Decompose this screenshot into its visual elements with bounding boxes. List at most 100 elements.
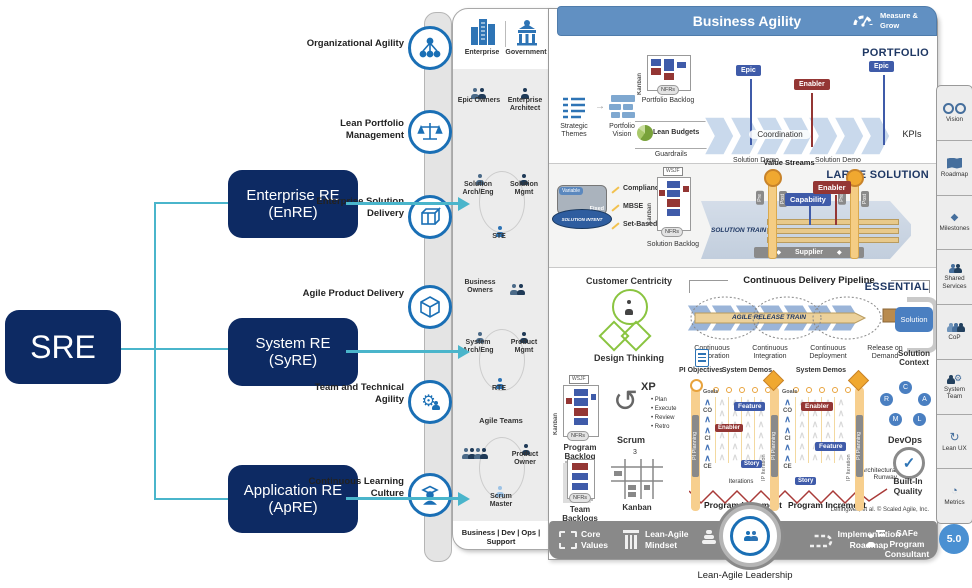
portfolio-nfrs-tag: NFRs [657,85,680,95]
calmr-m: M [889,413,902,426]
product-owner-label: Product Owner [511,451,539,467]
business-owners-icon [509,277,525,295]
ip-iteration-label: IP Iteration [761,454,767,482]
pi-planning-label: PI Planning [771,415,778,477]
measure-grow-gauge-icon [852,12,874,27]
portfolio-kanban-label: Kanban [637,72,643,95]
team-backlogs-label: Team Backlogs [562,505,598,524]
cdp-label: Continuous Delivery Pipeline [743,275,875,286]
solution-box-label: Solution [900,315,928,324]
coordination-label: Coordination [749,130,811,140]
connector-line [346,497,458,500]
solution-demo-label: Solution Demo [815,157,861,164]
enabler-flag: Enabler [794,79,830,90]
solution-intent-fixed: Fixed [589,206,604,212]
epic-flag: Epic [736,65,761,76]
solution-intent-variable: Variable [559,187,583,195]
scrum-master-icon [495,479,504,497]
scrum-bullet-review: • Review [651,415,675,421]
business-agility-title: Business Agility [692,13,802,29]
pi-planning-bar: PI Planning [691,387,700,511]
supplier-bar: ◆Supplier◆ [754,247,864,258]
post-tag: Post [861,191,869,208]
product-owner-icon [521,437,530,455]
palette-item-lean-ux: ↻ Lean UX [937,415,972,470]
ste-label: STE [492,233,506,240]
arrow-right-icon: → [595,101,605,112]
lean-agile-mindset-label: Lean-Agile Mindset [645,529,689,550]
lean-agile-mindset-icon [623,530,639,549]
palette-item-vision: Vision [937,86,972,141]
core-values-icon [559,531,577,549]
ste-icon [495,219,504,237]
solution-nfrs-tag: NFRs [661,227,684,237]
competency-label: Continuous Learning Culture [308,476,404,500]
connector-line [154,202,228,204]
train-rail [767,219,899,225]
enabler-flag-pole [811,93,813,147]
solution-box: Solution [895,307,933,332]
train-rail [767,237,899,243]
safe-big-picture-panel: Business Agility Measure & Grow PORTFOLI… [548,6,938,567]
guardrails-frame [635,121,707,149]
supplier-label: Supplier [794,249,823,256]
connector-line [154,498,228,500]
program-backlog-label: Program Backlog [563,443,597,462]
pi-planning-bar: PI Planning [770,387,779,511]
kanban-wip-number: 3 [633,449,637,456]
art-pipeline-graphic [687,295,907,341]
connector-line [346,350,458,353]
lean-agile-leadership-label: Lean-Agile Leadership [697,570,793,581]
epic-flag: Epic [869,61,894,72]
system-demos-label: System Demos [795,367,847,374]
calmr-a: A [918,393,931,406]
competency-label: Team and Technical Agility [314,382,404,406]
scrum-bullet-retro: • Retro [651,424,670,430]
arrow-icon [458,196,470,211]
value-streams-label: Value Streams [763,158,815,167]
solution-mgmt-label: Solution Mgmt [510,181,538,197]
solution-intent-base: SOLUTION INTENT [552,209,612,229]
core-values-label: Core Values [581,529,608,550]
ls-enabler-flag: Enabler [813,181,851,194]
solution-demo-label: Solution Demo [733,157,779,164]
role-arc [479,437,525,499]
agile-teams-label: Agile Teams [479,416,523,425]
palette-label: System Team [944,385,965,400]
solution-mgmt-icon [519,167,528,185]
pi-planning-bar: PI Planning [855,387,864,511]
solution-arch-icon [475,167,484,185]
solution-backlog-label: Solution Backlog [646,241,700,248]
connector-line [346,202,458,205]
essential-section-label: ESSENTIAL [864,281,929,293]
program-kanban-label: Kanban [553,412,559,435]
cycle-arrows-icon: ↻ [949,429,960,444]
palette-label: CoP [948,333,961,341]
architectural-runway-label: Architectural Runway [860,467,897,482]
roles-footer: Business | Dev | Ops | Support [461,528,541,546]
government-capitol-icon [513,17,541,47]
sre-label: SRE [30,328,96,365]
role-arc [479,329,525,391]
palette-item-system-team: ⚙ System Team [937,360,972,415]
cdp-bracket [689,280,728,293]
palette-item-roadmap: Roadmap [937,141,972,196]
built-in-quality-check-icon: ✓ [893,447,925,479]
business-agility-header: Business Agility Measure & Grow [557,6,937,36]
set-based-label: Set-Based [623,221,658,228]
enterprise-buildings-icon [469,17,497,47]
roles-panel: Enterprise Government Epic Owners Enterp… [452,8,550,550]
scrum-label: Scrum [616,435,645,445]
map-icon [947,157,962,169]
sre-node: SRE [5,310,121,384]
pi-planning-label: PI Planning [692,415,699,477]
syre-node: System RE (SyRE) [228,318,358,386]
palette-item-milestones: ◆ Milestones [937,196,972,251]
product-mgmt-label: Product Mgmt [510,339,538,355]
competency-circle-team-technical: ⚙ [408,380,452,424]
program-kanban-board-icon [563,385,599,437]
solution-intent-label: SOLUTION INTENT [561,216,603,222]
strategic-themes-icon [561,95,587,119]
kanban-grid-icon [611,459,663,499]
competency-label: Organizational Agility [306,38,404,49]
